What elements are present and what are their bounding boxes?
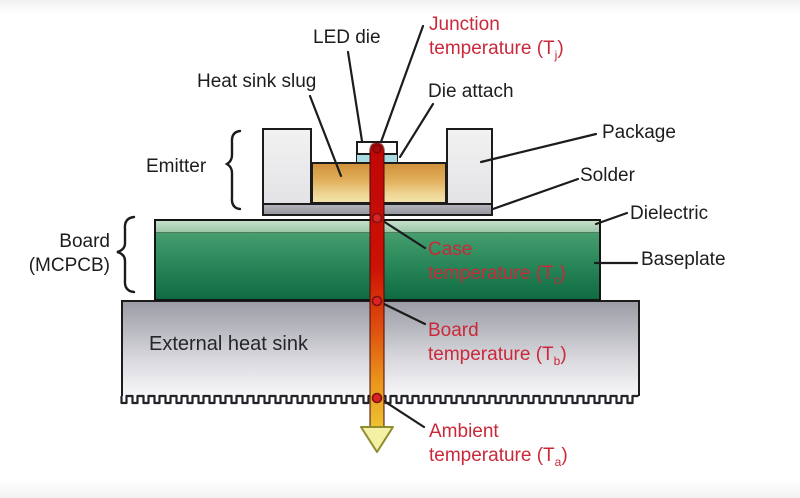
external-heat-sink-label: External heat sink: [149, 333, 308, 355]
dielectric-layer: [156, 221, 599, 233]
package-wall-left: [262, 128, 312, 205]
junction-temp-line1: Junction: [429, 14, 500, 35]
board-temperature-label: Board temperature (Tb): [428, 319, 567, 373]
emitter-brace: [224, 129, 242, 211]
baseplate-label: Baseplate: [641, 249, 726, 270]
board-temp-line1: Board: [428, 320, 479, 341]
ambient-pointer-line: [379, 397, 426, 429]
case-temperature-label: Case temperature (Tc): [428, 238, 566, 292]
board-brace: [116, 215, 136, 294]
ambient-temperature-label: Ambient temperature (Ta): [429, 420, 568, 474]
board-mcpcb-label: Board (MCPCB): [0, 230, 110, 278]
heat-sink-slug-label: Heat sink slug: [197, 71, 317, 92]
board-mcpcb-line2: (MCPCB): [28, 255, 110, 276]
led-die-pointer-line: [346, 50, 364, 143]
junction-temperature-label: Junction temperature (Tj): [429, 13, 564, 67]
heat-flow-arrow-head: [360, 426, 394, 453]
die-attach-label: Die attach: [428, 81, 514, 102]
ambient-temp-line2: temperature (Ta): [429, 445, 568, 469]
led-die-block: [356, 141, 398, 155]
solder-pointer-line: [491, 177, 580, 211]
heatsink-serration: [120, 394, 639, 405]
dielectric-label: Dielectric: [630, 203, 709, 224]
board-temp-line2: temperature (Tb): [428, 344, 567, 368]
package-wall-right: [446, 128, 493, 205]
board-mcpcb-line1: Board: [59, 231, 110, 252]
case-temp-line2: temperature (Tc): [428, 263, 566, 287]
solder-label: Solder: [580, 165, 635, 186]
led-die-label: LED die: [313, 27, 381, 48]
emitter-label: Emitter: [146, 156, 207, 177]
heat-sink-slug-block: [311, 162, 447, 204]
die-attach-pointer-line: [398, 102, 435, 159]
die-attach-layer: [356, 154, 398, 163]
ambient-temp-line1: Ambient: [429, 421, 499, 442]
package-pointer-line: [479, 132, 598, 164]
junction-temp-line2: temperature (Tj): [429, 38, 564, 62]
junction-pointer-line: [379, 24, 425, 144]
package-label: Package: [602, 122, 676, 143]
case-temp-line1: Case: [428, 239, 473, 260]
